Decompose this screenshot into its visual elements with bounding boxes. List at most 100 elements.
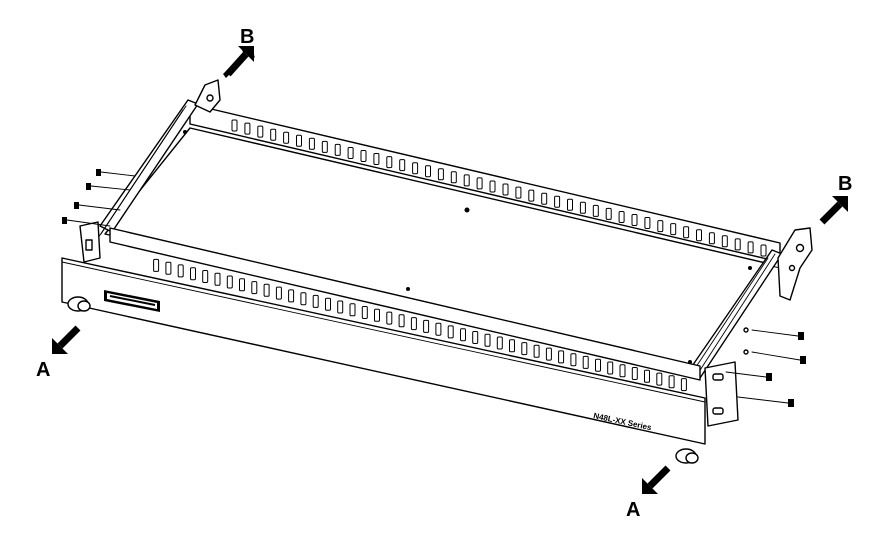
cable-slot: [760, 244, 767, 257]
screw: [725, 371, 772, 381]
cable-slot: [270, 128, 277, 141]
cable-slot: [190, 267, 196, 281]
cable-slot: [631, 367, 638, 380]
cable-slot: [347, 147, 354, 159]
cable-slot: [533, 344, 540, 358]
cable-slot: [521, 342, 528, 356]
cable-slot: [670, 223, 677, 236]
screw: [751, 351, 806, 364]
cable-slot: [153, 258, 160, 272]
cable-slot: [275, 286, 282, 300]
screw: [74, 202, 121, 211]
cable-slot: [644, 369, 650, 383]
left-screws: [62, 169, 136, 227]
cable-slot: [263, 283, 270, 297]
arrow-a-right: [642, 465, 671, 494]
cable-slot: [450, 171, 457, 184]
cable-slot: [595, 358, 601, 372]
cable-slot: [631, 214, 638, 226]
cable-slot: [515, 186, 522, 199]
cable-slot: [668, 375, 675, 389]
cable-slot: [165, 261, 172, 275]
right-side-rail: [687, 227, 813, 427]
arrow-b-right: [819, 196, 848, 225]
cable-slot: [308, 137, 315, 150]
screw: [96, 169, 136, 177]
cable-slot: [447, 325, 454, 339]
cable-slot: [300, 292, 307, 306]
front-panel-slots: [153, 258, 687, 392]
cable-slot: [410, 317, 417, 331]
cable-slot: [496, 336, 503, 350]
cable-slot: [463, 174, 470, 187]
cable-slot: [484, 333, 491, 347]
cable-slot: [721, 235, 728, 248]
callout-b-top: B: [240, 26, 254, 48]
cable-slot: [239, 278, 245, 292]
callout-a-right: A: [626, 499, 640, 521]
cable-slot: [605, 207, 612, 220]
cable-slot: [283, 131, 290, 144]
cable-slot: [472, 331, 479, 344]
cable-slot: [399, 159, 406, 172]
front-panel: N48L-XX Series: [61, 257, 706, 464]
cable-slot: [312, 294, 319, 308]
cable-slot: [334, 143, 341, 156]
cable-slot: [489, 180, 496, 193]
cable-slot: [437, 168, 444, 181]
cable-slot: [734, 238, 741, 251]
cable-slot: [373, 153, 380, 165]
cable-slot: [528, 189, 535, 202]
cable-slot: [545, 347, 552, 361]
cable-slot: [618, 211, 625, 223]
cable-slot: [554, 195, 561, 208]
cable-slot: [541, 192, 548, 205]
cable-slot: [644, 217, 651, 229]
cable-slot: [708, 232, 715, 245]
cable-slot: [296, 134, 302, 147]
screw: [62, 217, 111, 227]
cable-slot: [592, 204, 599, 217]
cable-slot: [476, 177, 483, 190]
cable-slot: [360, 150, 367, 162]
cable-slot: [177, 264, 184, 278]
cable-slot: [337, 300, 344, 314]
cable-slot: [656, 372, 663, 386]
cable-slot: [214, 272, 221, 286]
screw: [751, 329, 804, 340]
cable-slot: [435, 322, 442, 336]
cable-slot: [425, 165, 431, 178]
cable-slot: [257, 125, 264, 138]
cable-slot: [251, 281, 258, 295]
screw: [737, 396, 794, 407]
cable-slot: [558, 350, 565, 364]
cable-slot: [349, 303, 356, 317]
cable-slot: [398, 314, 405, 328]
cable-slot: [423, 319, 430, 333]
brand-logo: [104, 290, 160, 312]
cable-slot: [412, 162, 419, 175]
cable-slot: [386, 311, 393, 325]
cable-slot: [202, 270, 209, 283]
right-latch[interactable]: [675, 448, 699, 464]
right-screws: [725, 327, 806, 407]
cable-slot: [747, 241, 754, 254]
cable-slot: [460, 328, 466, 342]
cable-slot: [579, 201, 586, 214]
inner-front-rail: [109, 227, 701, 381]
cable-slot: [231, 119, 238, 132]
arrow-b-top: [223, 46, 255, 78]
callout-b-right: B: [838, 173, 852, 195]
cable-slot: [680, 378, 687, 392]
cable-slot: [321, 140, 328, 153]
cable-slot: [567, 198, 573, 211]
cable-slot: [696, 229, 702, 242]
rear-rail-slots: [231, 119, 767, 257]
cable-slot: [502, 183, 509, 196]
left-latch[interactable]: [67, 296, 91, 312]
cable-slot: [244, 122, 251, 135]
callout-a-left: A: [36, 359, 50, 381]
cable-slot: [582, 355, 589, 369]
cable-slot: [374, 308, 380, 322]
